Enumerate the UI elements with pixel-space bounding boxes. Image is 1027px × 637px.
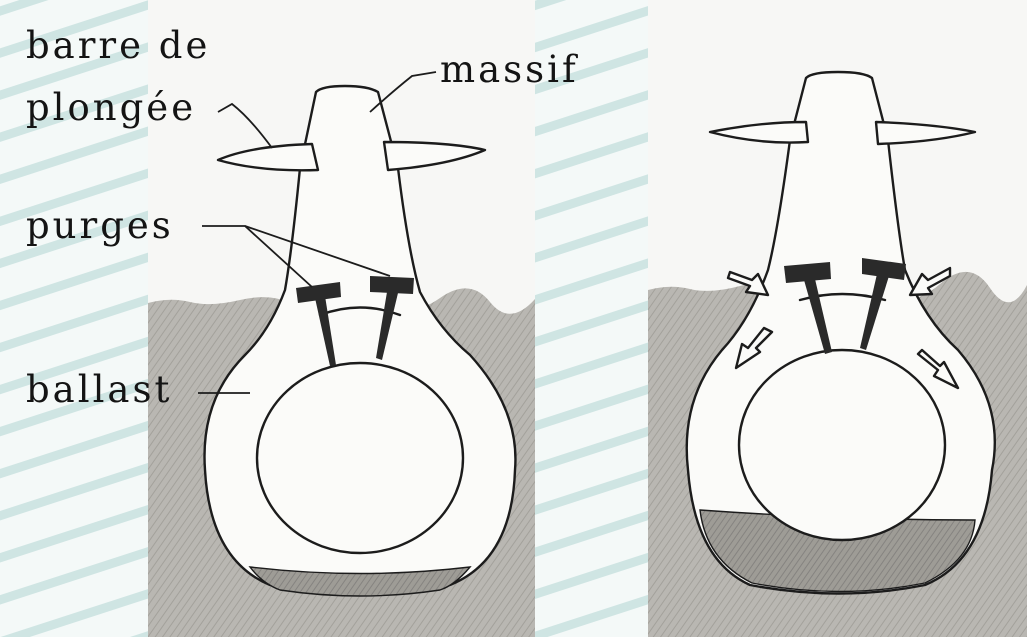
panel-left xyxy=(148,0,535,637)
label-vents: purges xyxy=(26,204,174,247)
label-ballast: ballast xyxy=(26,368,172,411)
panel-right xyxy=(648,0,1027,637)
pressure-hull-right xyxy=(739,350,945,540)
label-sail: massif xyxy=(440,48,579,91)
label-dive-bar-line2: plongée xyxy=(26,86,196,129)
pressure-hull-left xyxy=(257,363,463,553)
label-dive-bar-line1: barre de xyxy=(26,24,210,67)
